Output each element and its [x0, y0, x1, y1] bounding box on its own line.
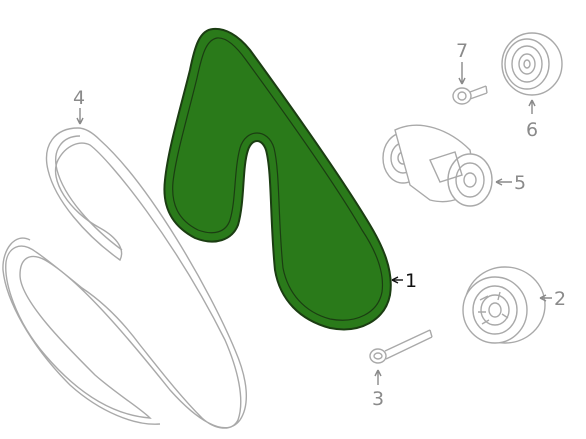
- callouts: 1 2 3 4 5 6 7: [73, 40, 566, 410]
- callout-7[interactable]: 7: [456, 40, 468, 62]
- leader-5: [495, 178, 512, 186]
- leader-2: [539, 294, 552, 302]
- leader-7: [458, 62, 466, 85]
- leader-6: [528, 99, 536, 114]
- leader-3: [374, 369, 382, 385]
- callout-2[interactable]: 2: [554, 288, 566, 310]
- leader-lines: [76, 62, 552, 385]
- callout-5[interactable]: 5: [514, 172, 526, 194]
- idler-pulley-small[interactable]: [501, 32, 563, 96]
- callout-6[interactable]: 6: [526, 119, 538, 141]
- serpentine-belt-highlighted[interactable]: [163, 27, 392, 331]
- callout-1[interactable]: 1: [405, 270, 417, 292]
- callout-4[interactable]: 4: [73, 87, 85, 109]
- idler-pulley[interactable]: [462, 266, 546, 344]
- belt-tensioner[interactable]: [382, 124, 493, 207]
- callout-3[interactable]: 3: [372, 388, 384, 410]
- leader-4: [76, 108, 84, 125]
- pulley-bolt[interactable]: [369, 329, 433, 364]
- tensioner-bolt[interactable]: [452, 85, 488, 105]
- accessory-drive-belt[interactable]: [2, 127, 248, 429]
